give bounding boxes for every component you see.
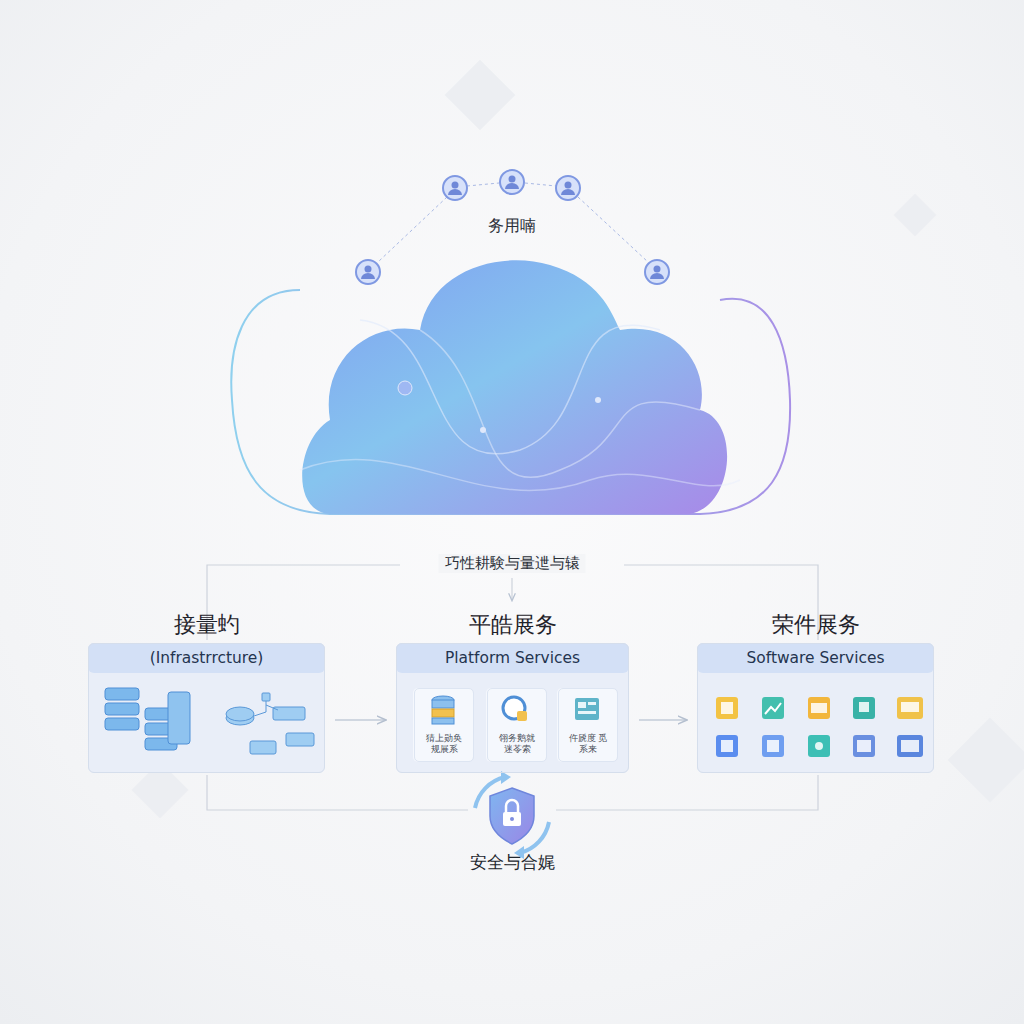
service-box: 荣件展务Software Services [697,643,934,773]
cloud [231,260,790,514]
service-tile: 猜上勋奂 规展系 [414,688,474,762]
service-box: 接量虳(Infrastrrcture) [88,643,325,773]
flow-arrow [335,719,386,720]
box-heading: 接量虳 [69,610,344,640]
box-fills [88,643,934,773]
tile-label: 猜上勋奂 规展系 [417,733,471,756]
diagram-label: 安全与合娓 [470,851,555,874]
box-subtitle: Software Services [698,649,933,667]
tile-label: 翎务鹅就 迷苓索 [490,733,544,756]
app-icons [716,697,923,757]
service-box: 平皓展务Platform Services猜上勋奂 规展系翎务鹅就 迷苓索仵虒度… [396,643,629,773]
decor [132,60,1024,819]
security-shield [475,771,549,859]
platform-icons [432,696,599,724]
tile-label: 仵虒度 觅系来 [561,733,615,756]
box-heading: 荣件展务 [678,610,953,640]
box-subtitle: (Infrastrrcture) [89,649,324,667]
diagram-label: 巧性耕験与量迣与辕 [439,554,586,573]
diagram-label: 务用喃 [488,216,536,237]
box-heading: 平皓展务 [377,610,648,640]
flow-arrow [639,719,687,720]
box-subtitle: Platform Services [397,649,628,667]
service-tile: 翎务鹅就 迷苓索 [487,688,547,762]
service-tile: 仵虒度 觅系来 [558,688,618,762]
server-icons [105,688,314,754]
